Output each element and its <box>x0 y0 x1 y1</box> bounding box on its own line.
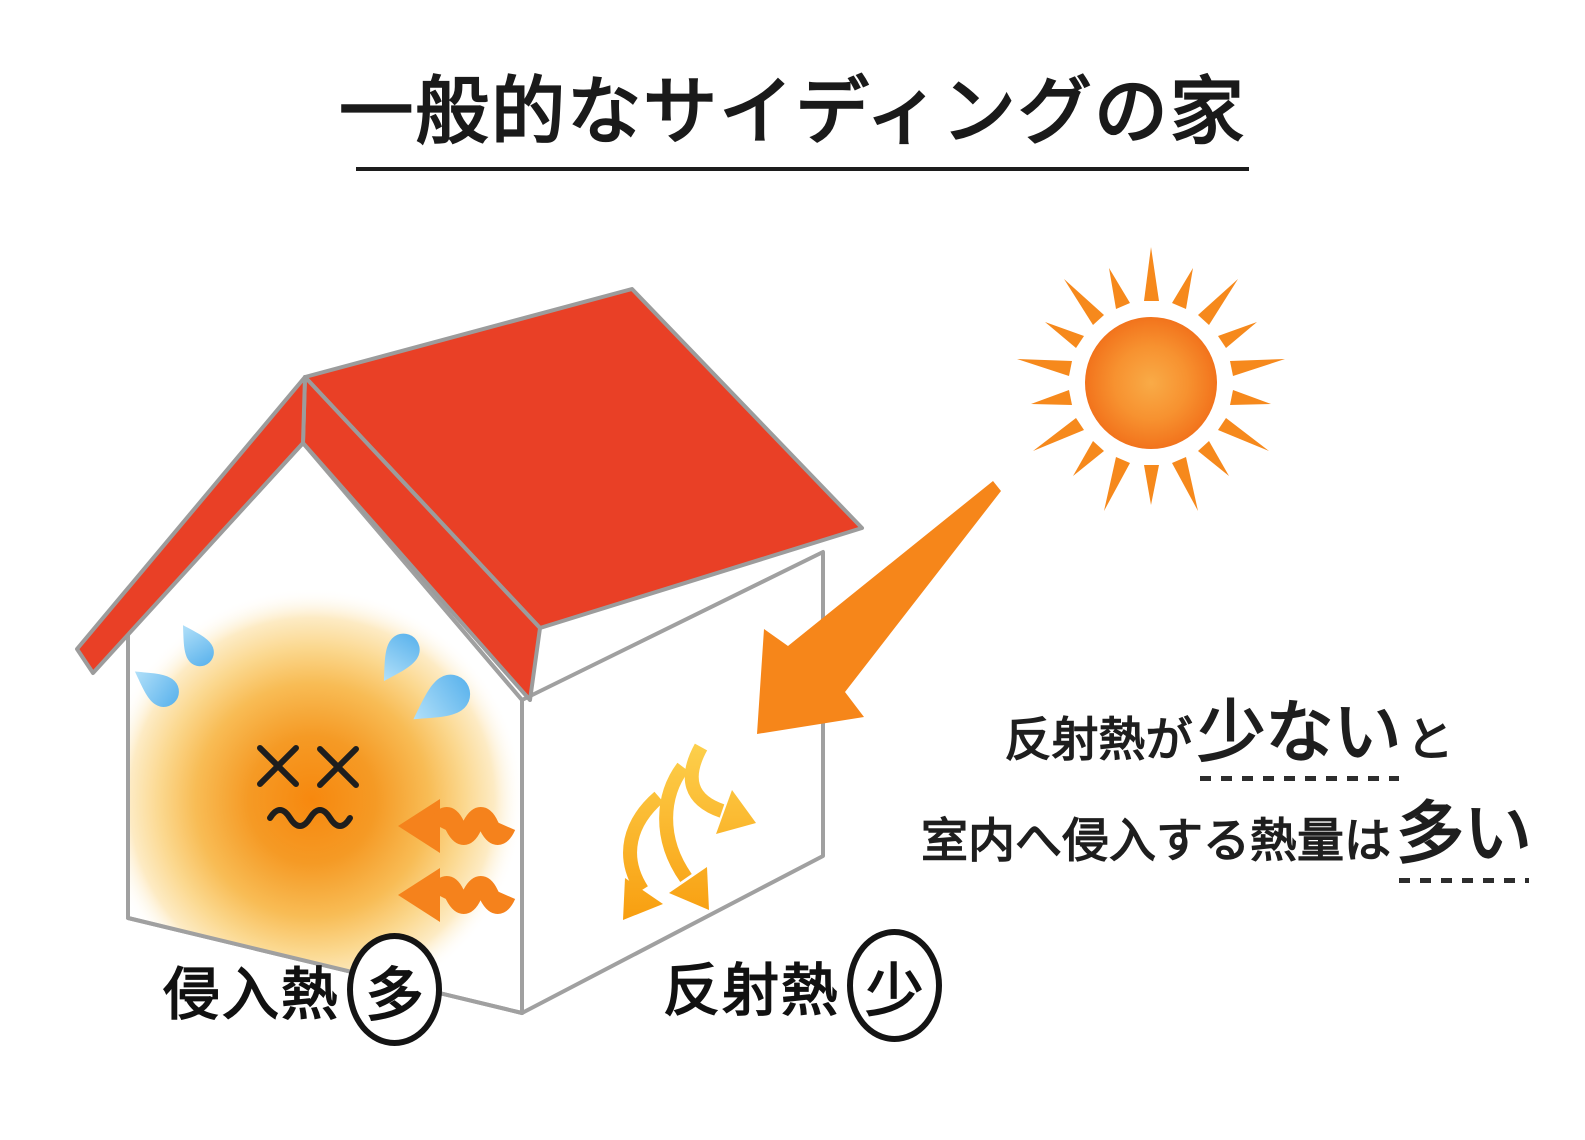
reflection-heat-text: 反射熱 <box>663 958 840 1023</box>
annotation-text: 室内へ侵入する熱量は <box>920 814 1391 868</box>
dizzy-face-icon <box>257 745 359 829</box>
sun-ray-icon <box>1109 268 1130 309</box>
sweat-drop-icon <box>383 633 420 682</box>
annotation-line-2: 室内へ侵入する熱量は 多い <box>880 798 1578 884</box>
sun-ray-icon <box>1073 441 1104 476</box>
reflected-heat-arrows-icon <box>623 743 756 920</box>
sun-ray-icon <box>1230 390 1271 405</box>
sunlight-arrow-icon <box>757 481 1001 734</box>
sun-rays <box>1017 247 1285 511</box>
reflection-badge: 少 <box>847 929 942 1042</box>
sun-ray-icon <box>1064 279 1104 325</box>
reflected-arrow-head-icon <box>716 790 756 834</box>
wavy-mouth-icon <box>267 807 353 829</box>
sun-ray-icon <box>1172 268 1193 309</box>
reflected-arrow-shaft-icon <box>623 791 664 894</box>
annotation-emphasis: 多い <box>1391 798 1537 884</box>
intrusion-badge: 多 <box>347 933 442 1046</box>
sun-ray-icon <box>1218 322 1257 348</box>
intruding-arrow-head-icon <box>398 868 440 922</box>
sun-ray-icon <box>1104 457 1130 511</box>
sun-ray-icon <box>1033 418 1084 451</box>
sun-ray-icon <box>1172 457 1198 511</box>
sun-ray-icon <box>1045 322 1084 348</box>
annotation-text: と <box>1406 713 1454 766</box>
sweat-drop-icon <box>182 625 214 667</box>
sun-ray-icon <box>1144 465 1159 505</box>
reflected-arrow-head-icon <box>623 878 663 920</box>
right-eye-x-icon <box>317 746 359 788</box>
intrusion-heat-text: 侵入熱 <box>163 962 340 1027</box>
left-eye-x-icon <box>257 745 299 787</box>
reflected-arrow-shaft-icon <box>659 762 692 883</box>
reflection-heat-label: 反射熱 少 <box>663 929 942 1042</box>
sweat-drops-icon <box>134 625 471 720</box>
reflected-arrow-head-icon <box>669 867 709 910</box>
sun-ray-icon <box>1230 359 1285 376</box>
reflected-arrow-shaft-icon <box>684 743 725 818</box>
intrusion-heat-label: 侵入熱 多 <box>163 933 442 1046</box>
intruding-arrow-shaft-icon <box>429 807 516 845</box>
red-roof-icon <box>75 287 864 702</box>
annotation-emphasis: 少ない <box>1192 697 1406 782</box>
sun-ray-icon <box>1144 247 1159 301</box>
sun-icon <box>1017 247 1285 511</box>
sun-ray-icon <box>1218 418 1269 451</box>
sweat-drop-icon <box>413 674 471 720</box>
annotation-text: 反射熱が <box>1004 713 1193 766</box>
annotation-block: 反射熱が 少ない と 室内へ侵入する熱量は 多い <box>880 697 1578 884</box>
sun-ray-icon <box>1198 441 1229 476</box>
house-icon <box>75 287 864 1015</box>
page-title: 一般的なサイディングの家 <box>339 70 1246 153</box>
intruding-arrow-shaft-icon <box>429 876 516 914</box>
roof-left-overhang <box>75 375 307 675</box>
intruding-heat-arrows-icon <box>398 799 516 922</box>
intruding-arrow-head-icon <box>398 799 440 853</box>
sun-ray-icon <box>1017 359 1072 376</box>
sun-ray-icon <box>1198 279 1238 325</box>
sun-ray-icon <box>1031 390 1072 405</box>
sweat-drop-icon <box>134 671 179 707</box>
annotation-line-1: 反射熱が 少ない と <box>880 697 1578 782</box>
title-underline <box>356 167 1249 171</box>
sun-core <box>1085 317 1217 449</box>
